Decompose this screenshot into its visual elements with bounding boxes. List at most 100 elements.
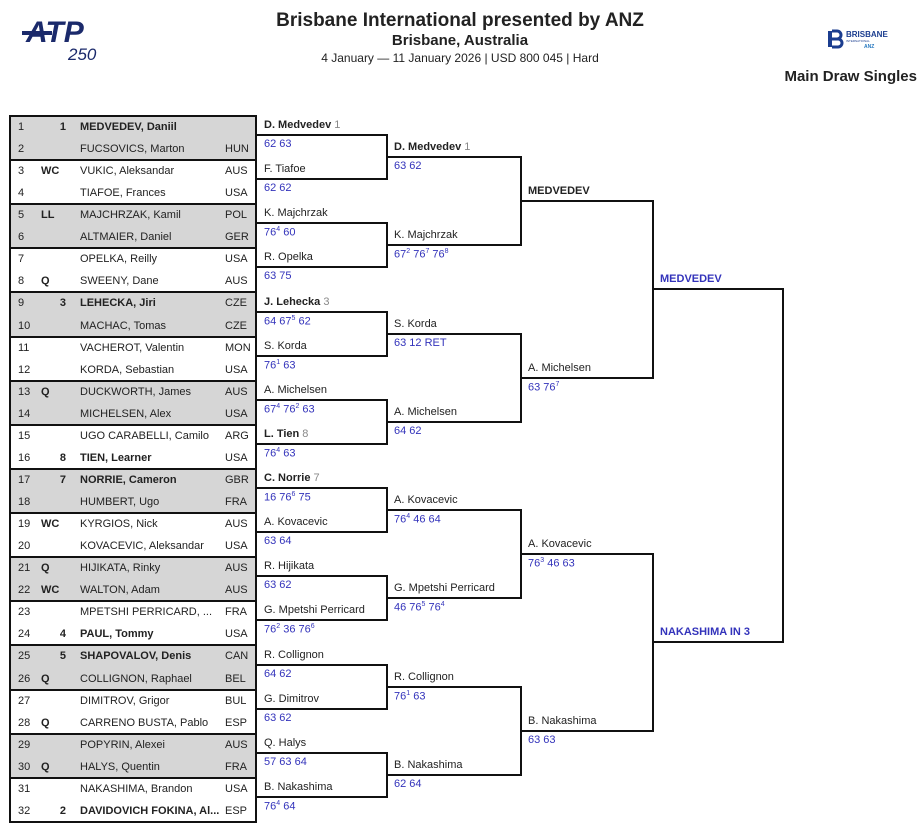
- nationality: AUS: [225, 165, 248, 178]
- set-score: 76: [264, 800, 277, 813]
- entry-status: WC: [41, 165, 60, 178]
- match-winner[interactable]: Q. Halys: [264, 737, 306, 749]
- match-winner[interactable]: B. Nakashima: [264, 781, 332, 793]
- set-score: 76: [264, 624, 277, 637]
- match-score: 63 63: [528, 734, 556, 746]
- match-winner[interactable]: L. Tien 8: [264, 428, 308, 440]
- winner-seed: 3: [320, 295, 330, 308]
- set-score: 46: [410, 513, 426, 526]
- set-score: 64: [425, 513, 441, 526]
- match-winner[interactable]: MEDVEDEV: [660, 273, 722, 285]
- nationality: AUS: [225, 275, 248, 288]
- seed: 7: [59, 473, 66, 486]
- match-winner[interactable]: G. Dimitrov: [264, 693, 319, 705]
- tiebreak-score: 4: [276, 226, 281, 234]
- seed: 1: [59, 121, 66, 134]
- match-winner[interactable]: F. Tiafoe: [264, 163, 306, 175]
- match-winner[interactable]: D. Medvedev 1: [264, 119, 340, 131]
- set-score: 62: [276, 579, 292, 592]
- player-name: MPETSHI PERRICARD, ...: [80, 606, 213, 619]
- match-winner[interactable]: A. Michelsen: [394, 406, 457, 418]
- entry-status: WC: [41, 518, 60, 531]
- match-score: 62 64: [394, 778, 422, 790]
- match-score: 63 62: [264, 712, 292, 724]
- match-winner[interactable]: C. Norrie 7: [264, 472, 320, 484]
- player-name: DUCKWORTH, James: [80, 385, 192, 398]
- match-winner[interactable]: NAKASHIMA IN 3: [660, 626, 750, 638]
- player-name: POPYRIN, Alexei: [80, 738, 165, 751]
- player-name: VACHEROT, Valentin: [80, 341, 185, 354]
- match-winner[interactable]: A. Kovacevic: [528, 538, 592, 550]
- set-score: 63: [528, 733, 541, 746]
- match-winner[interactable]: A. Michelsen: [528, 362, 591, 374]
- tournament-details: 4 January — 11 January 2026 | USD 800 04…: [321, 51, 599, 65]
- set-score: 63: [394, 336, 407, 349]
- match-winner[interactable]: A. Michelsen: [264, 384, 327, 396]
- entry-status: Q: [41, 385, 50, 398]
- set-score: 46: [394, 601, 407, 614]
- match-winner[interactable]: S. Korda: [264, 340, 307, 352]
- match-score: 63 75: [264, 270, 292, 282]
- match-winner[interactable]: K. Majchrzak: [394, 229, 458, 241]
- winner-name: G. Mpetshi Perricard: [394, 582, 495, 595]
- table-row: 27 DIMITROV, Grigor BUL: [10, 690, 256, 712]
- tournament-title: Brisbane International presented by ANZ: [276, 10, 644, 31]
- match-winner[interactable]: S. Korda: [394, 318, 437, 330]
- match-score: 64 62: [394, 425, 422, 437]
- tiebreak-score: 2: [295, 402, 300, 410]
- player-number: 27: [18, 694, 31, 707]
- match-winner[interactable]: A. Kovacevic: [264, 516, 328, 528]
- player-name: MICHELSEN, Alex: [80, 407, 172, 420]
- player-name: DAVIDOVICH FOKINA, Al...: [80, 804, 220, 817]
- nationality: AUS: [225, 562, 248, 575]
- set-score: 64: [264, 315, 277, 328]
- nationality: HUN: [225, 143, 249, 156]
- nationality: BUL: [225, 694, 247, 707]
- match-winner[interactable]: R. Collignon: [264, 649, 324, 661]
- tiebreak-score: 1: [276, 358, 281, 366]
- match-winner[interactable]: A. Kovacevic: [394, 494, 458, 506]
- match-winner[interactable]: B. Nakashima: [394, 759, 462, 771]
- set-score: 76: [429, 249, 445, 262]
- match-winner[interactable]: R. Collignon: [394, 671, 454, 683]
- set-score: 63: [264, 270, 277, 283]
- nationality: GBR: [225, 473, 249, 486]
- match-winner[interactable]: B. Nakashima: [528, 715, 596, 727]
- match-winner[interactable]: R. Opelka: [264, 251, 313, 263]
- nationality: BEL: [225, 672, 246, 685]
- player-number: 18: [18, 496, 31, 509]
- match-winner[interactable]: G. Mpetshi Perricard: [394, 582, 495, 594]
- match-winner[interactable]: G. Mpetshi Perricard: [264, 604, 365, 616]
- set-score: 75: [276, 270, 292, 283]
- player-number: 26: [18, 672, 31, 685]
- match-winner[interactable]: MEDVEDEV: [528, 185, 590, 197]
- svg-text:BRISBANE: BRISBANE: [846, 30, 888, 39]
- set-score: 60: [280, 226, 296, 239]
- match-winner[interactable]: K. Majchrzak: [264, 207, 328, 219]
- set-score: 64: [394, 424, 407, 437]
- nationality: USA: [225, 253, 248, 266]
- bracket-line: [256, 134, 388, 137]
- seed: 4: [59, 628, 66, 641]
- set-score: 63: [276, 755, 292, 768]
- match-winner[interactable]: R. Hijikata: [264, 560, 314, 572]
- winner-name: A. Kovacevic: [528, 538, 592, 551]
- match-winner[interactable]: D. Medvedev 1: [394, 141, 470, 153]
- set-score: 76: [276, 491, 292, 504]
- match-winner[interactable]: J. Lehecka 3: [264, 296, 329, 308]
- player-name: DIMITROV, Grigor: [80, 694, 170, 707]
- bracket-line: [520, 376, 654, 379]
